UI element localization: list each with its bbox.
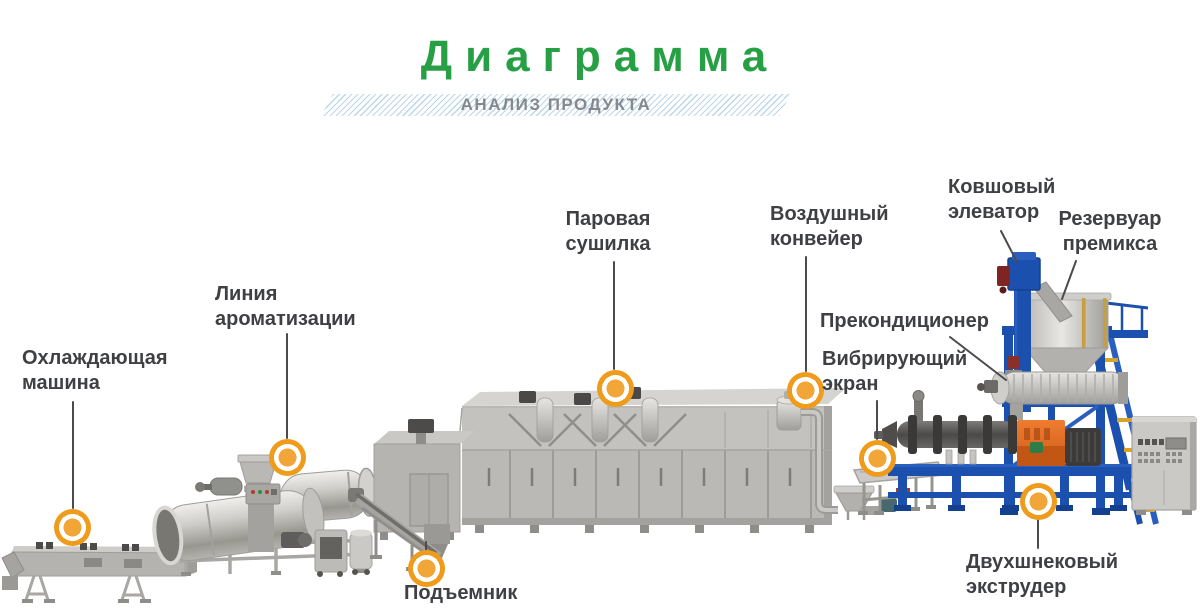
leader-line xyxy=(1061,260,1077,300)
marker-vibrating-screen xyxy=(859,440,896,477)
marker-air-conveyor xyxy=(787,372,824,409)
twin-screw-extruder-drawing xyxy=(874,390,1138,511)
label-vibrating-screen: Вибрирующий экран xyxy=(822,348,968,395)
hoist-conveyor-drawing xyxy=(348,488,443,571)
label-flavoring-line: Линия ароматизации xyxy=(215,283,356,330)
cooling-machine-drawing xyxy=(1,542,197,603)
page-title: Диаграмма xyxy=(420,32,780,81)
label-steam-dryer: Паровая сушилка xyxy=(565,208,651,255)
label-preconditioner: Прекондиционер xyxy=(820,310,989,332)
marker-hoist xyxy=(408,550,445,587)
flavoring-line-drawing xyxy=(152,454,378,577)
page-subtitle: АНАЛИЗ ПРОДУКТА xyxy=(460,95,652,114)
leader-lines xyxy=(72,230,1077,551)
label-hoist: Подъемник xyxy=(404,582,518,604)
label-cooling-machine: Охлаждающая машина xyxy=(22,347,168,394)
control-cabinet-drawing xyxy=(1131,416,1197,515)
label-air-conveyor: Воздушный конвейер xyxy=(770,203,889,250)
marker-extruder xyxy=(1020,483,1057,520)
marker-steam-dryer xyxy=(597,370,634,407)
label-twin-screw-extruder: Двухшнековый экструдер xyxy=(966,551,1119,598)
steam-dryer-drawing xyxy=(373,387,846,558)
label-premix-tank: Резервуар премикса xyxy=(1058,208,1162,255)
marker-flavoring-line xyxy=(269,439,306,476)
leader-line xyxy=(1000,230,1018,263)
marker-cooling-machine xyxy=(54,509,91,546)
leader-line xyxy=(949,336,1007,381)
label-bucket-elevator: Ковшовый элеватор xyxy=(948,176,1056,223)
